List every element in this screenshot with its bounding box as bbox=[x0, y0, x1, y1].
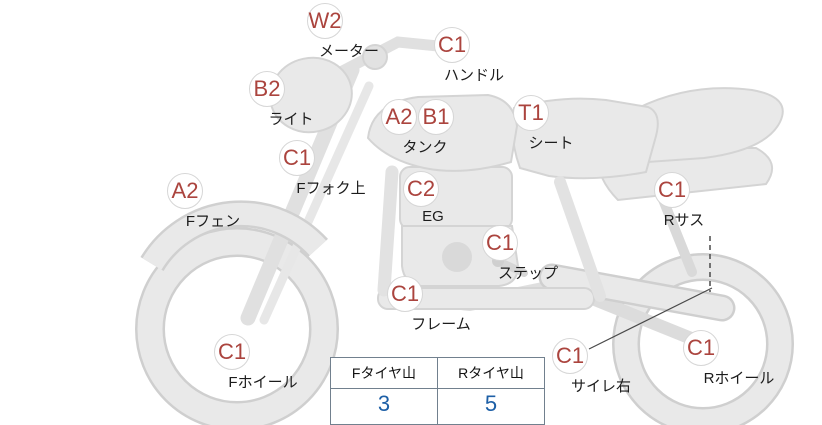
rear-wheel bbox=[612, 253, 794, 425]
annotation-meter: W2 メーター bbox=[307, 3, 379, 60]
annotation-rear-suspension: C1 Rサス bbox=[654, 172, 704, 229]
front-wheel bbox=[135, 227, 339, 425]
grade-badge: T1 bbox=[513, 95, 549, 131]
annotation-step: C1 ステップ bbox=[482, 225, 558, 282]
annotation-engine: C2 EG bbox=[403, 171, 444, 225]
swingarm bbox=[589, 293, 707, 349]
part-label: ハンドル bbox=[443, 67, 505, 84]
frame-downtube bbox=[377, 165, 399, 297]
rear-tire-tread-header: Rタイヤ山 bbox=[437, 357, 545, 389]
grade-badge: C1 bbox=[552, 338, 588, 374]
grade-badge: C2 bbox=[403, 171, 439, 207]
grade-badge: A2 bbox=[381, 99, 417, 135]
part-label: フレーム bbox=[411, 316, 471, 333]
part-label: Rサス bbox=[663, 212, 705, 229]
grade-badge: B2 bbox=[249, 71, 285, 107]
front-tire-tread-value: 3 bbox=[330, 388, 438, 425]
grade-badge: C1 bbox=[654, 172, 690, 208]
leader-lines bbox=[588, 236, 713, 350]
part-label: メーター bbox=[318, 43, 380, 60]
grade-badge: C1 bbox=[279, 140, 315, 176]
part-label: Fホイール bbox=[228, 374, 298, 391]
grade-badge: C1 bbox=[387, 276, 423, 312]
grade-badge: B1 bbox=[418, 99, 454, 135]
part-label: タンク bbox=[402, 139, 448, 156]
annotation-front-fork-upper: C1 Fフォク上 bbox=[279, 140, 366, 197]
part-label: ステップ bbox=[497, 265, 559, 282]
annotation-silencer-right: C1 サイレ右 bbox=[552, 338, 631, 395]
grade-badge: C1 bbox=[214, 334, 250, 370]
grade-badge: W2 bbox=[307, 3, 343, 39]
part-label: Rホイール bbox=[703, 370, 775, 387]
muffler-leader-line bbox=[588, 287, 713, 350]
annotation-handle: C1 ハンドル bbox=[434, 27, 504, 84]
grade-badge: C1 bbox=[434, 27, 470, 63]
rear-tire-tread-value: 5 bbox=[437, 388, 545, 425]
front-fender bbox=[140, 200, 328, 272]
frame-lower bbox=[377, 287, 595, 310]
annotation-front-wheel: C1 Fホイール bbox=[214, 334, 298, 391]
part-label: Fフォク上 bbox=[296, 180, 366, 197]
annotation-front-fender: A2 Fフェン bbox=[167, 173, 240, 230]
tire-tread-table: Fタイヤ山 Rタイヤ山 3 5 bbox=[330, 357, 545, 425]
annotation-tank: A2 B1 タンク bbox=[381, 99, 454, 156]
part-label: ライト bbox=[268, 111, 314, 128]
grade-badge: C1 bbox=[482, 225, 518, 261]
grade-badge: C1 bbox=[683, 330, 719, 366]
seat bbox=[511, 97, 659, 180]
annotation-seat: T1 シート bbox=[513, 95, 574, 152]
part-label: EG bbox=[422, 208, 444, 225]
front-tire-tread-header: Fタイヤ山 bbox=[330, 357, 438, 389]
part-label: Fフェン bbox=[185, 213, 241, 230]
annotation-frame: C1 フレーム bbox=[387, 276, 471, 333]
grade-badge: A2 bbox=[167, 173, 203, 209]
muffler bbox=[538, 263, 736, 322]
frame-rear-tube bbox=[554, 176, 606, 302]
annotation-rear-wheel: C1 Rホイール bbox=[683, 330, 774, 387]
part-label: シート bbox=[528, 135, 574, 152]
annotation-light: B2 ライト bbox=[249, 71, 314, 128]
tail-cowl bbox=[636, 87, 784, 164]
part-label: サイレ右 bbox=[570, 378, 632, 395]
